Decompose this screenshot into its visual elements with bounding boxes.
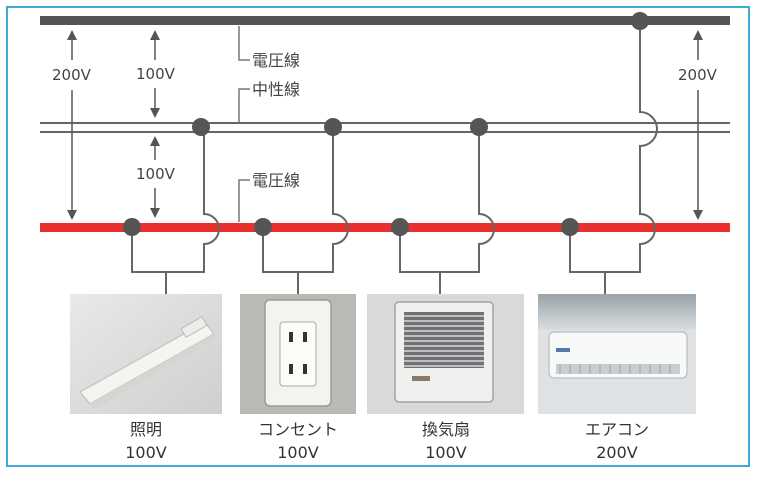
top-voltage-line xyxy=(40,16,730,25)
fan-name: 換気扇 xyxy=(422,420,470,439)
light-circuit xyxy=(131,127,220,273)
right-200v-label: 200V xyxy=(678,66,718,84)
light-voltage: 100V xyxy=(125,443,167,462)
neutral-wire-label: 中性線 xyxy=(252,80,300,99)
left-200v-label: 200V xyxy=(52,66,92,84)
diagram-frame xyxy=(6,6,750,467)
fan-circuit xyxy=(399,127,495,273)
outlet-voltage: 100V xyxy=(277,443,319,462)
wall-outlet-photo xyxy=(240,294,356,414)
ac-name: エアコン xyxy=(585,420,649,439)
top-wire-label: 電圧線 xyxy=(252,51,300,70)
fan-voltage: 100V xyxy=(425,443,467,462)
outlet-name: コンセント xyxy=(258,420,338,439)
air-conditioner-photo xyxy=(538,294,696,414)
left-upper-100v-label: 100V xyxy=(136,65,176,83)
node-fan-neutral xyxy=(470,118,488,136)
node-outlet-neutral xyxy=(324,118,342,136)
left-200v-arrowhead-down xyxy=(67,210,77,220)
node-light-red xyxy=(123,218,141,236)
left-lower-100v-label: 100V xyxy=(136,165,176,183)
node-ac-red xyxy=(561,218,579,236)
bottom-wire-label: 電圧線 xyxy=(252,171,300,190)
ceiling-light-photo xyxy=(70,294,222,414)
ac-voltage: 200V xyxy=(596,443,638,462)
node-ac-top xyxy=(631,12,649,30)
ac-circuit xyxy=(569,22,658,273)
neutral-wire-leader xyxy=(238,88,250,122)
node-fan-red xyxy=(391,218,409,236)
node-light-neutral xyxy=(192,118,210,136)
outlet-circuit xyxy=(262,127,349,273)
left-200v-arrowhead-up xyxy=(67,30,77,40)
node-outlet-red xyxy=(254,218,272,236)
bottom-voltage-line xyxy=(40,223,730,232)
bottom-wire-leader xyxy=(238,179,250,222)
top-wire-leader xyxy=(238,26,250,61)
ventilation-fan-photo xyxy=(367,294,524,414)
light-name: 照明 xyxy=(130,420,162,439)
